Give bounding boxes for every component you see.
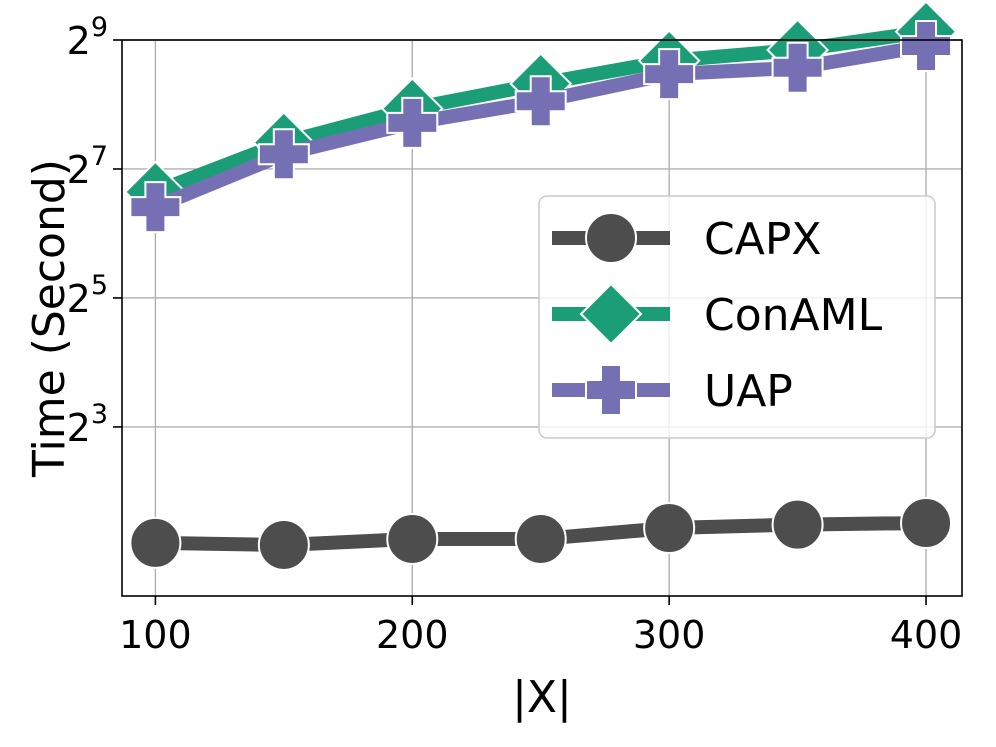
legend-label: UAP (704, 366, 793, 417)
legend-label: CAPX (704, 214, 822, 265)
series-capx (129, 496, 953, 571)
legend-marker (585, 364, 637, 416)
y-tick-label: 23 (67, 399, 108, 450)
data-point (514, 75, 567, 128)
y-tick-label: 25 (67, 270, 108, 321)
y-tick-base: 2 (67, 277, 91, 321)
x-tick-label: 400 (890, 613, 963, 657)
series-layer (123, 0, 958, 571)
data-point (900, 496, 953, 549)
x-tick-label: 300 (633, 613, 706, 657)
x-tick-label: 100 (119, 613, 192, 657)
x-tick-label: 200 (376, 613, 449, 657)
x-axis-label: |X| (512, 672, 572, 723)
y-tick-label: 27 (67, 141, 108, 192)
legend-item-conaml: ConAML (552, 282, 883, 346)
data-point (900, 20, 953, 73)
data-point (386, 96, 439, 149)
y-tick-exponent: 9 (91, 12, 108, 43)
data-point (514, 512, 567, 565)
x-ticks: 100 200 300 400 (119, 596, 962, 657)
legend-item-capx: CAPX (552, 212, 822, 265)
data-point (257, 128, 310, 181)
plot-frame (121, 39, 963, 597)
legend-marker (585, 212, 637, 264)
y-tick-exponent: 3 (91, 399, 108, 430)
legend: CAPX ConAML UAP (538, 195, 936, 439)
y-axis-label: Time (Second) (24, 159, 75, 478)
legend-box (538, 195, 936, 439)
y-tick-base: 2 (67, 406, 91, 450)
y-tick-base: 2 (67, 19, 91, 63)
y-tick-exponent: 5 (91, 270, 108, 301)
data-point (771, 498, 824, 551)
data-point (129, 181, 182, 234)
y-tick-label: 29 (67, 12, 108, 63)
data-point (386, 512, 439, 565)
series-uap (129, 20, 953, 234)
y-tick-exponent: 7 (91, 141, 108, 172)
legend-item-uap: UAP (552, 364, 793, 417)
data-point (643, 501, 696, 554)
legend-label: ConAML (704, 290, 883, 341)
data-point (643, 48, 696, 101)
data-point (771, 41, 824, 94)
data-point (257, 518, 310, 571)
y-tick-base: 2 (67, 148, 91, 192)
data-point (129, 516, 182, 569)
legend-marker (579, 282, 643, 346)
